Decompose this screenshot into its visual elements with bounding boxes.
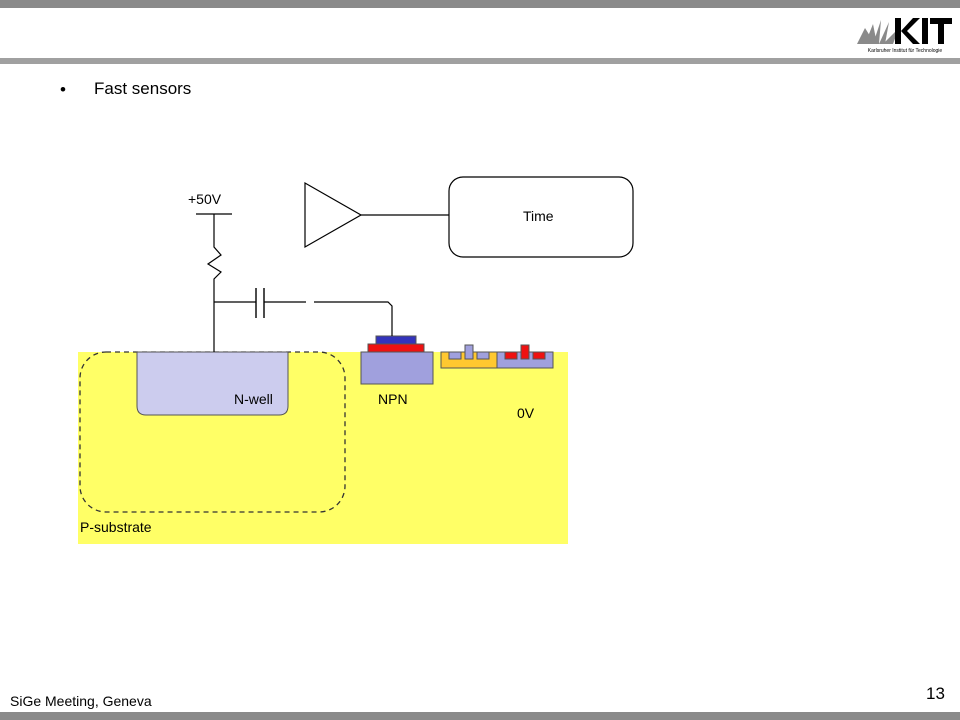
bottom-bar <box>0 712 960 720</box>
time-box-label: Time <box>523 208 554 224</box>
top-bar <box>0 0 960 8</box>
cmos-diffusion <box>504 351 518 360</box>
cmos-diffusion <box>532 351 546 360</box>
p-substrate-label: P-substrate <box>80 519 152 535</box>
cmos-diffusion <box>476 351 490 360</box>
footer-text: SiGe Meeting, Geneva <box>10 693 152 709</box>
bias-resistor <box>206 214 222 352</box>
page-number: 13 <box>926 684 945 703</box>
npn-body <box>360 351 434 385</box>
cmos-gate <box>520 344 530 360</box>
cmos-gate <box>464 344 474 360</box>
header-divider <box>0 58 960 64</box>
n-well-region <box>136 351 289 416</box>
npn-label: NPN <box>378 391 408 407</box>
bullet-marker: • <box>60 80 66 99</box>
kit-logo: Karlsruher Institut für Technologie <box>855 14 955 61</box>
time-measurement-box <box>448 176 634 258</box>
npn-emitter-layer <box>375 335 417 345</box>
kit-logo-subtitle: Karlsruher Institut für Technologie <box>868 48 943 54</box>
depletion-zone-outline <box>79 351 346 513</box>
amplifier-symbol <box>304 181 363 249</box>
base-connection-wire <box>314 301 393 336</box>
cmos-diffusion <box>448 351 462 360</box>
bullet-text: Fast sensors <box>94 79 192 98</box>
ground-voltage-label: 0V <box>517 405 535 421</box>
npn-base-layer <box>367 343 425 353</box>
n-well-label: N-well <box>234 391 273 407</box>
supply-voltage-label: +50V <box>188 191 222 207</box>
